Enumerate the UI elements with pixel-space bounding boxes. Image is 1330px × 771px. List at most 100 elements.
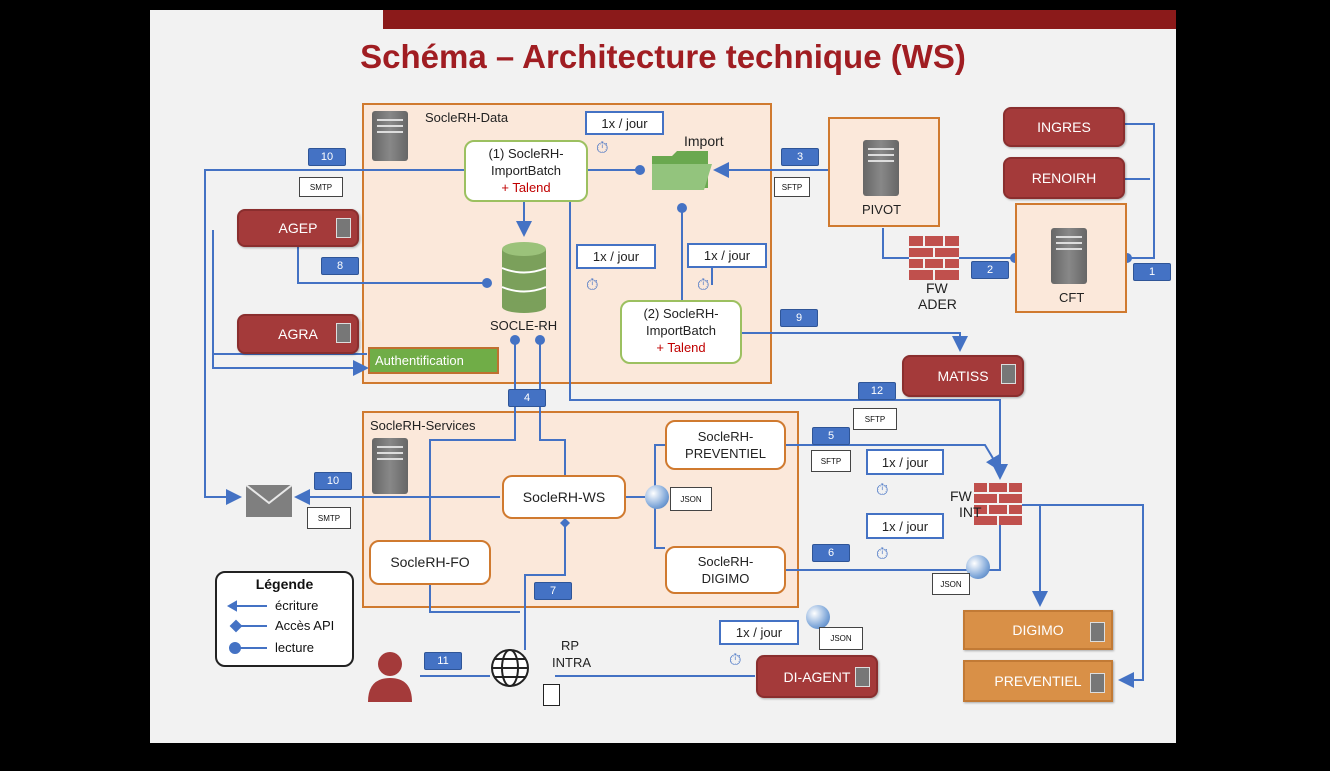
flow-badge-10-top: 10	[308, 148, 346, 166]
connector-globe-preventiel	[654, 444, 665, 497]
server-icon	[1090, 622, 1105, 642]
soclerh-ws[interactable]: SocleRH-WS	[502, 475, 626, 519]
legend-title: Légende	[255, 576, 314, 592]
fw-int-line2: INT	[959, 504, 982, 520]
soclerh-digimo[interactable]: SocleRH- DIGIMO	[665, 546, 786, 594]
frequency-box-2: 1x / jour	[576, 244, 656, 269]
connector-agep-db	[297, 245, 487, 284]
firewall-ader-icon	[909, 236, 959, 280]
system-di-agent[interactable]: DI-AGENT	[756, 655, 878, 698]
authentification-box[interactable]: Authentification	[368, 347, 499, 374]
server-icon	[1090, 673, 1105, 693]
system-digimo[interactable]: DIGIMO	[963, 610, 1113, 650]
system-renoirh-label: RENOIRH	[1031, 170, 1097, 186]
flow-badge-9: 9	[780, 309, 818, 327]
cft-server-icon	[1051, 228, 1087, 284]
protocol-sftp-3: SFTP	[774, 177, 810, 197]
import-batch-1-line1: (1) SocleRH-	[488, 146, 564, 161]
import-batch-1-line3: + Talend	[501, 180, 551, 195]
flow-badge-4: 4	[508, 389, 546, 407]
protocol-smtp-bottom: SMTP	[307, 507, 351, 529]
flow-badge-7: 7	[534, 582, 572, 600]
flow-badge-12: 12	[858, 382, 896, 400]
soclerh-data-server-icon	[372, 111, 408, 161]
timer-icon: ⏱	[586, 277, 599, 294]
import-batch-1[interactable]: (1) SocleRH- ImportBatch + Talend	[464, 140, 588, 202]
system-di-agent-label: DI-AGENT	[783, 668, 851, 685]
connector-batch-fwint	[569, 202, 1008, 480]
protocol-sftp-5: SFTP	[811, 450, 851, 472]
system-ingres-label: INGRES	[1037, 119, 1091, 135]
fw-ader-line1: FW	[926, 280, 948, 296]
server-icon	[336, 323, 351, 343]
flow-badge-3: 3	[781, 148, 819, 166]
system-matiss[interactable]: MATISS	[902, 355, 1024, 397]
protocol-sftp-12: SFTP	[853, 408, 897, 430]
soclerh-digimo-line2: DIGIMO	[701, 571, 750, 586]
system-agep-label: AGEP	[278, 220, 318, 236]
timer-icon: ⏱	[729, 652, 742, 669]
globe-icon	[806, 605, 830, 629]
soclerh-fo[interactable]: SocleRH-FO	[369, 540, 491, 585]
group-soclerh-data-label: SocleRH-Data	[425, 110, 509, 125]
fw-int-line1: FW	[950, 488, 972, 504]
system-agep[interactable]: AGEP	[237, 209, 359, 247]
timer-icon: ⏱	[697, 277, 710, 294]
mail-icon	[245, 484, 293, 517]
connector-batch2-matiss	[742, 332, 968, 352]
import-batch-2[interactable]: (2) SocleRH- ImportBatch + Talend	[620, 300, 742, 364]
globe-icon	[966, 555, 990, 579]
soclerh-preventiel-line2: PREVENTIEL	[685, 446, 766, 461]
flow-badge-8: 8	[321, 257, 359, 275]
protocol-smtp-top: SMTP	[299, 177, 343, 197]
frequency-box-5: 1x / jour	[866, 513, 944, 539]
folder-icon	[650, 148, 712, 192]
flow-badge-6: 6	[812, 544, 850, 562]
connector-preventiel-fwint	[786, 444, 1002, 472]
import-batch-2-line2: ImportBatch	[645, 323, 717, 338]
system-preventiel[interactable]: PREVENTIEL	[963, 660, 1113, 702]
import-batch-2-line3: + Talend	[656, 340, 706, 355]
protocol-json-ws: JSON	[670, 487, 712, 511]
import-folder-label: Import	[684, 133, 724, 149]
system-digimo-label: DIGIMO	[1012, 622, 1064, 638]
flow-badge-11: 11	[424, 652, 462, 670]
system-ingres[interactable]: INGRES	[1003, 107, 1125, 147]
header-bar	[383, 10, 1176, 29]
legend-item-lecture: lecture	[275, 640, 315, 655]
system-preventiel-label: PREVENTIEL	[994, 673, 1082, 689]
system-agra[interactable]: AGRA	[237, 314, 359, 354]
server-small-icon	[543, 684, 560, 706]
legend-item-acces-api: Accès API	[275, 618, 335, 633]
connector-globe-digimo	[654, 497, 665, 549]
legend-item-ecriture: écriture	[275, 598, 319, 613]
timer-icon: ⏱	[596, 140, 609, 157]
connector-pivot-fwader	[882, 228, 910, 259]
flow-badge-2: 2	[971, 261, 1009, 279]
rp-intra-line2: INTRA	[552, 655, 591, 670]
timer-icon: ⏱	[876, 546, 889, 563]
frequency-box-1: 1x / jour	[585, 111, 664, 135]
protocol-json-fw: JSON	[932, 573, 970, 595]
system-renoirh[interactable]: RENOIRH	[1003, 157, 1125, 199]
frequency-box-3: 1x / jour	[687, 243, 767, 268]
system-agra-label: AGRA	[278, 326, 318, 342]
soclerh-fo-label: SocleRH-FO	[390, 554, 470, 570]
connector-agep-auth	[212, 230, 369, 376]
import-batch-2-line1: (2) SocleRH-	[643, 306, 719, 321]
connector-ingres-cft	[1125, 123, 1155, 259]
connector-ws-rp	[524, 518, 566, 650]
flow-badge-1: 1	[1133, 263, 1171, 281]
socle-rh-db-label: SOCLE-RH	[490, 318, 558, 333]
protocol-json-diagent: JSON	[819, 627, 863, 650]
connector-fwint-right	[1022, 504, 1144, 688]
flow-badge-10-bottom: 10	[314, 472, 352, 490]
server-icon	[1001, 364, 1016, 384]
soclerh-preventiel[interactable]: SocleRH- PREVENTIEL	[665, 420, 786, 470]
legend: Légende écriture Accès API lecture	[215, 571, 354, 667]
soclerh-preventiel-line1: SocleRH-	[697, 429, 754, 444]
server-icon	[855, 667, 870, 687]
soclerh-digimo-line1: SocleRH-	[697, 554, 754, 569]
firewall-int-icon	[974, 483, 1022, 525]
pivot-label: PIVOT	[862, 202, 902, 217]
